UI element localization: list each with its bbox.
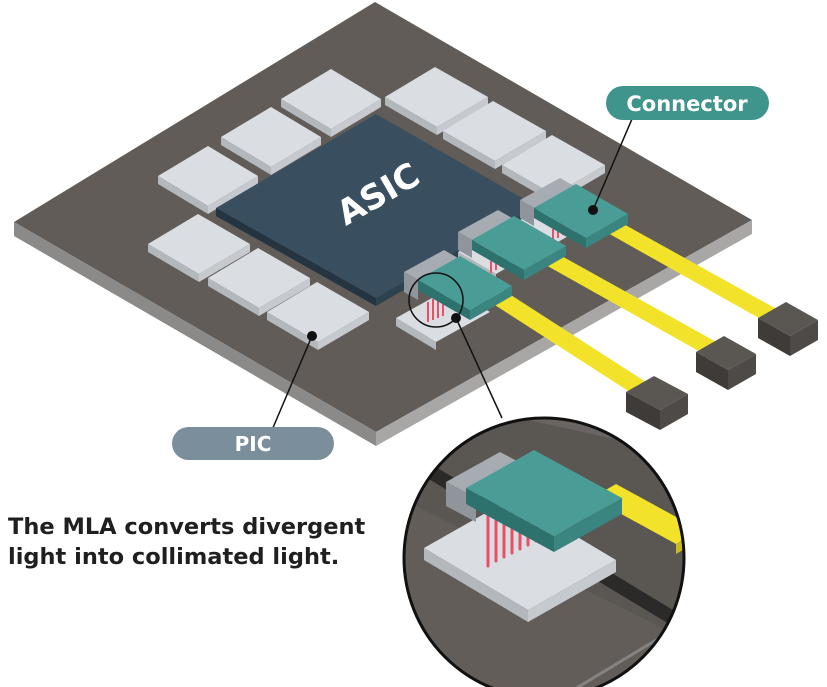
pad [208,248,310,316]
pad [281,69,381,137]
caption-line-2: light into collimated light. [8,544,340,570]
pad [158,146,258,214]
cable-plug-2 [696,336,756,390]
pad [267,282,369,350]
pad [443,101,546,169]
connector-label-tag [588,86,769,215]
cable-plug-1 [626,376,688,430]
pic-label: PIC [235,432,272,456]
caption-line-1: The MLA converts divergent [8,514,366,540]
cable-plug-3 [758,302,818,356]
pad-array [148,67,605,350]
mla-detail-callout [408,272,503,419]
connector-label: Connector [626,92,748,116]
pad [385,67,488,135]
mla-caption: The MLA converts divergent light into co… [8,512,408,572]
optical-connector-2 [458,210,756,390]
optical-connector-1 [396,250,688,430]
pad [148,214,250,282]
magnified-mla-view [402,416,686,687]
pad [221,107,321,175]
pic-label-tag [172,331,334,460]
